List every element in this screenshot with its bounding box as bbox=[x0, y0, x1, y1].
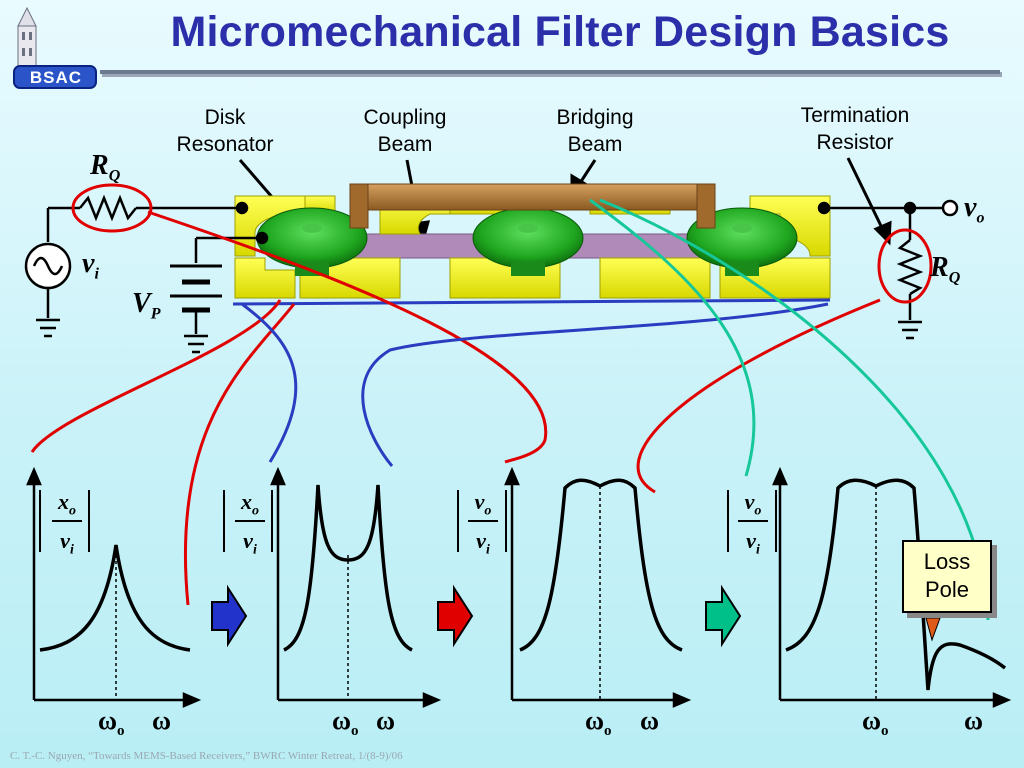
plot-3-omega0: ωo bbox=[585, 706, 612, 740]
plot-4 bbox=[772, 466, 1012, 708]
rq-left-highlight bbox=[71, 183, 153, 233]
plot-2 bbox=[270, 466, 442, 708]
plot-3-omega: ω bbox=[640, 706, 660, 735]
plot-1-omega0: ωo bbox=[98, 706, 125, 740]
plot-1 bbox=[26, 466, 202, 708]
plot-1-omega: ω bbox=[152, 706, 172, 735]
rq-left-symbol: RQ bbox=[90, 150, 121, 185]
plot-2-ratio: xo vi bbox=[241, 489, 259, 558]
arrow-blue bbox=[211, 584, 248, 648]
rq-right-symbol: RQ bbox=[930, 252, 961, 287]
plot-4-ratio: vo vi bbox=[744, 489, 762, 558]
plot-4-omega: ω bbox=[964, 706, 984, 735]
campanile-icon bbox=[13, 6, 97, 89]
plot-1-ratio: xo vi bbox=[58, 489, 76, 558]
title-underline bbox=[100, 70, 1002, 77]
plot-2-omega0: ωo bbox=[332, 706, 359, 740]
footer-citation: C. T.-C. Nguyen, “Towards MEMS-Based Rec… bbox=[10, 750, 403, 762]
bridging-beam bbox=[349, 183, 716, 229]
plot-3 bbox=[504, 466, 692, 708]
plot-4-omega0: ωo bbox=[862, 706, 889, 740]
ratio-bars bbox=[39, 490, 777, 552]
bsac-logo: BSAC bbox=[6, 4, 102, 94]
arrow-teal bbox=[705, 584, 742, 648]
plot-3-ratio: vo vi bbox=[474, 489, 492, 558]
arrow-red bbox=[437, 584, 474, 648]
bsac-logo-text: BSAC bbox=[29, 68, 83, 87]
loss-pole-callout: Loss Pole bbox=[902, 540, 992, 613]
substrate bbox=[232, 298, 831, 306]
connector-curves bbox=[30, 198, 990, 621]
slide-title: Micromechanical Filter Design Basics bbox=[170, 8, 950, 56]
vo-symbol: vo bbox=[964, 192, 985, 227]
vi-symbol: vi bbox=[82, 248, 99, 283]
circuit bbox=[24, 194, 959, 354]
rq-right-highlight bbox=[877, 228, 933, 304]
vp-symbol: VP bbox=[132, 288, 161, 323]
plot-2-omega: ω bbox=[376, 706, 396, 735]
